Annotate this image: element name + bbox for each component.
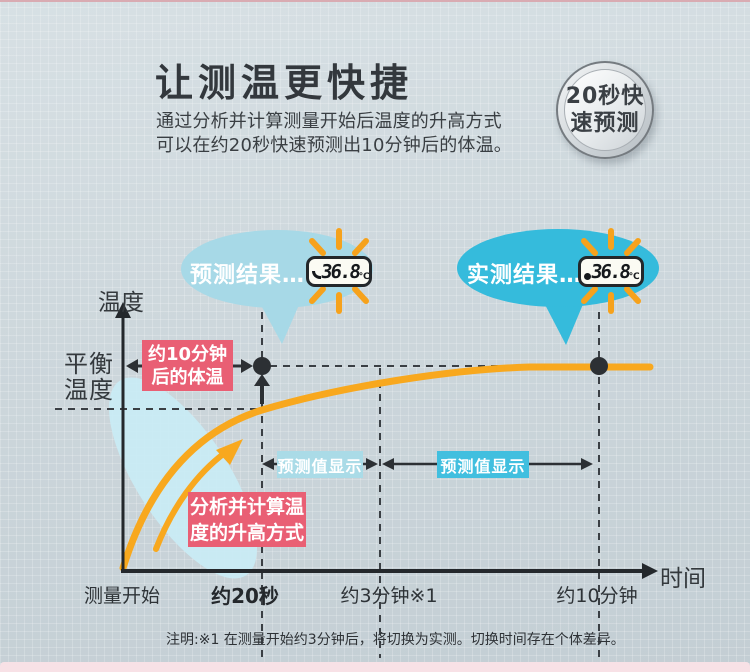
analyze-rise-badge: 分析并计算温 度的升高方式	[188, 492, 306, 547]
seal-badge-text-line1: 20秒快	[565, 84, 645, 109]
lcd-measured-dot-icon	[584, 273, 591, 280]
bottom-pink-strip	[0, 662, 750, 672]
range-arrow-a-right-head	[366, 458, 378, 470]
tick-measure-start: 测量开始	[83, 585, 161, 607]
lcd-value-predicted: 36.8	[319, 260, 361, 283]
temp-after-10min-line1: 约10分钟	[147, 343, 228, 365]
callout-arrow-right-head	[241, 359, 253, 373]
y-axis-arrowhead	[115, 302, 131, 318]
x-axis-label: 时间	[660, 566, 706, 592]
tick-10min: 约10分钟	[556, 585, 638, 607]
analyze-rise-line2: 度的升高方式	[189, 521, 304, 544]
lcd-value-measured: 36.8	[589, 260, 631, 283]
range-arrow-b-right-head	[581, 458, 593, 470]
measured-bubble-tail	[540, 295, 586, 345]
seal-badge-inner: 20秒快 速预测	[564, 69, 646, 151]
page-title: 让测温更快捷	[155, 61, 414, 105]
y-axis-label: 温度	[98, 290, 144, 316]
lcd-unit-predicted: ℃	[358, 272, 370, 282]
sun-burst-icon-measured	[581, 228, 641, 314]
temp-after-10min-line2: 后的体温	[151, 366, 224, 388]
rise-arrow-shaft	[153, 449, 229, 552]
range-arrow-b-left-head	[382, 458, 394, 470]
jump-up-arrow-head	[254, 374, 270, 386]
rise-arrow-head	[216, 439, 243, 465]
predict-display-badge-long: 预测值显示	[437, 451, 529, 478]
tick-20s: 约20秒	[211, 584, 279, 608]
footnote: 注明:※1 在测量开始约3分钟后，将切换为实测。切换时间存在个体差异。	[166, 632, 625, 648]
predict-display-badge-short: 预测值显示	[277, 451, 363, 478]
lcd-unit-measured: ℃	[628, 272, 640, 282]
measured-result-label: 实测结果…	[467, 263, 583, 288]
range-arrow-a-left-head	[262, 458, 274, 470]
callout-arrow-left-head	[126, 359, 138, 373]
seal-badge-text-line2: 速预测	[570, 111, 640, 136]
equilibrium-temp-label: 平衡 温度	[64, 351, 114, 403]
seal-badge-20s: 20秒快 速预测	[556, 61, 654, 159]
top-accent-line	[0, 0, 750, 2]
x-axis-arrowhead	[642, 563, 658, 579]
subtitle-line2: 可以在约20秒快速预测出10分钟后的体温。	[156, 135, 513, 156]
analyze-rise-line1: 分析并计算温	[189, 495, 304, 518]
equilibrium-temp-label-line1: 平衡	[64, 350, 114, 378]
lcd-display-measured: 36.8 ℃	[578, 256, 644, 287]
temperature-curve	[119, 363, 654, 572]
subtitle-line1: 通过分析并计算测量开始后温度的升高方式	[156, 111, 502, 132]
sun-burst-icon-predicted	[309, 228, 369, 314]
predicted-bubble-tail	[256, 296, 302, 344]
lcd-display-predicted: 36.8 ℃	[306, 256, 372, 287]
tick-3min: 约3分钟※1	[340, 585, 438, 607]
predicted-result-label: 预测结果…	[190, 263, 306, 288]
temp-after-10min-badge: 约10分钟 后的体温	[142, 340, 233, 391]
point-20s	[253, 357, 271, 375]
equilibrium-temp-label-line2: 温度	[64, 376, 114, 404]
point-10min	[590, 357, 608, 375]
lcd-predict-hook-icon	[312, 270, 321, 279]
